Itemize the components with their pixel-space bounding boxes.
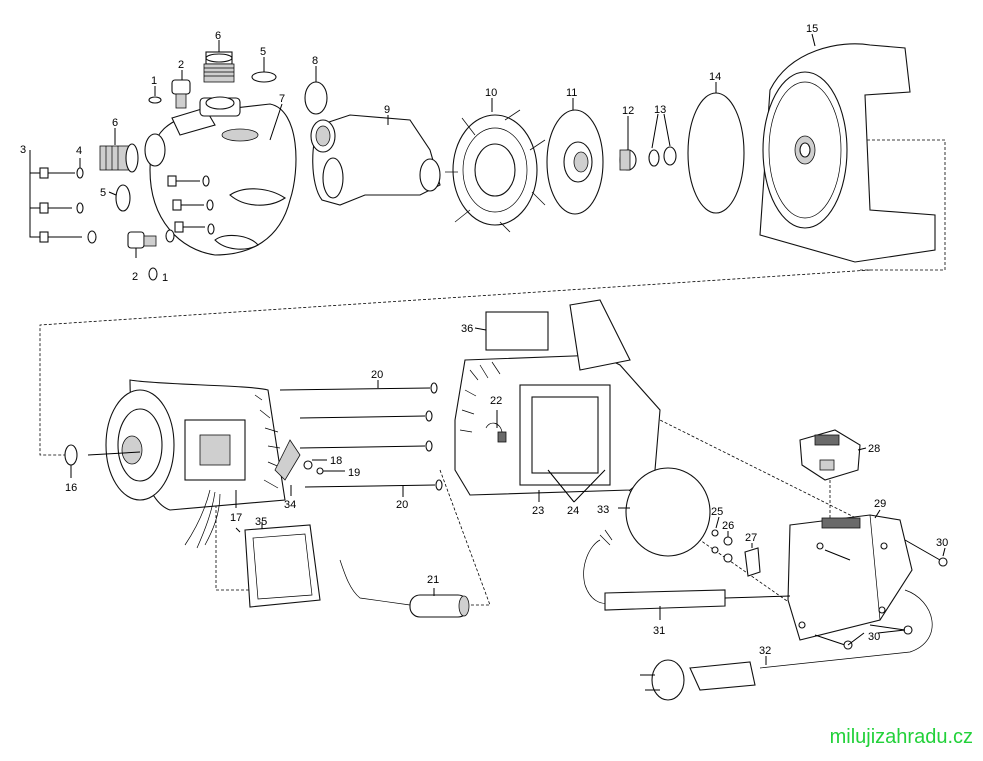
- part-label: 34: [284, 499, 296, 511]
- part-label: 28: [868, 443, 880, 455]
- switch-box-screws: [814, 539, 948, 650]
- part-label: 7: [279, 93, 285, 105]
- terminal-gasket: [244, 524, 321, 608]
- part-label: 36: [461, 323, 473, 335]
- o-ring-8: [304, 81, 328, 115]
- impeller-11: [546, 109, 604, 215]
- part-label: 29: [874, 498, 886, 510]
- part-label: 19: [348, 467, 360, 479]
- gasket-ring-14: [687, 92, 745, 214]
- part-label: 35: [255, 516, 267, 528]
- part-label: 4: [76, 145, 82, 157]
- part-label: 25: [711, 506, 723, 518]
- power-cable-31: [583, 529, 791, 611]
- round-gasket-33: [625, 467, 711, 557]
- cooling-fan-34: [274, 439, 301, 481]
- pump-housing: [144, 96, 297, 256]
- part-label: 11: [566, 87, 577, 99]
- part-label: 15: [806, 23, 818, 35]
- part-label: 32: [759, 645, 771, 657]
- part-label: 9: [384, 104, 390, 116]
- part-label: 26: [722, 520, 734, 532]
- part-label: 6: [215, 30, 221, 42]
- drain-plug-bottom: [127, 231, 158, 281]
- part-label: 33: [597, 504, 609, 516]
- part-label: 3: [20, 144, 26, 156]
- small-fasteners: [711, 529, 761, 577]
- washer-16: [64, 444, 78, 466]
- part-label: 18: [330, 455, 342, 467]
- tie-rods: [279, 382, 443, 491]
- housing-screws: [39, 167, 215, 244]
- part-label: 1: [162, 272, 168, 284]
- part-label: 10: [485, 87, 497, 99]
- shaft-seal-parts: [619, 146, 677, 171]
- threaded-nipple-top: [203, 51, 235, 83]
- pump-front-housing: [759, 43, 936, 263]
- impeller-10: [445, 109, 546, 233]
- part-label: 17: [230, 512, 242, 524]
- part-label: 31: [653, 625, 665, 637]
- part-label: 2: [178, 59, 184, 71]
- o-ring-left: [115, 184, 131, 212]
- label-plate: [485, 311, 549, 351]
- switch-28: [799, 429, 861, 481]
- part-label: 27: [745, 532, 757, 544]
- part-label: 21: [427, 574, 439, 586]
- part-label: 30: [868, 631, 880, 643]
- part-label: 20: [396, 499, 408, 511]
- assembly-guide-line: [439, 469, 491, 606]
- part-labels: 1 1 2 2 3 4 5 5 6 6 7 8 9 10 11 12 13 14…: [20, 23, 948, 657]
- part-label: 5: [100, 187, 106, 199]
- o-ring-top: [251, 71, 277, 83]
- drain-plug-top: [148, 79, 191, 109]
- assembly-guide-line: [860, 139, 946, 271]
- part-label: 24: [567, 505, 579, 517]
- switch-box-29: [787, 514, 913, 641]
- part-label: 22: [490, 395, 502, 407]
- diffuser: [310, 114, 441, 206]
- motor-body: [87, 379, 286, 511]
- watermark: milujizahradu.cz: [829, 726, 973, 748]
- part-label: 23: [532, 505, 544, 517]
- part-label: 30: [936, 537, 948, 549]
- assembly-guide-line: [619, 399, 881, 531]
- part-label: 6: [112, 117, 118, 129]
- part-label: 8: [312, 55, 318, 67]
- part-label: 1: [151, 75, 157, 87]
- leader-lines: [29, 33, 946, 665]
- capacitor: [339, 559, 470, 618]
- assembly-guide-line: [39, 269, 871, 456]
- part-label: 14: [709, 71, 721, 83]
- assembly-guide-line: [215, 505, 250, 591]
- part-label: 2: [132, 271, 138, 283]
- motor-wires: [184, 489, 221, 549]
- part-label: 5: [260, 46, 266, 58]
- part-label: 20: [371, 369, 383, 381]
- part-label: 16: [65, 482, 77, 494]
- cable-clamp-22: [485, 422, 507, 443]
- mains-plug-32: [640, 589, 933, 701]
- threaded-nipple-left: [99, 143, 139, 173]
- part-label: 12: [622, 105, 634, 117]
- part-label: 13: [654, 104, 666, 116]
- screw-18-19: [303, 460, 345, 475]
